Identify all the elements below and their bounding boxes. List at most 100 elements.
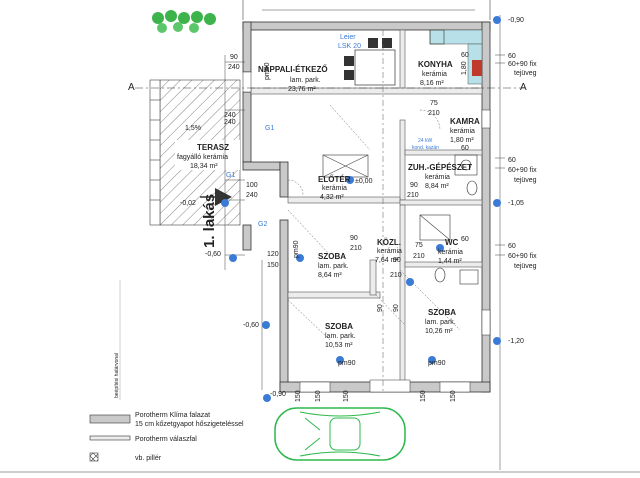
dim-label: pm90: [293, 240, 300, 258]
apartment-marker: 1. lakás: [200, 188, 232, 248]
dimension-labels: 90 240 240 240 100 240 120 150 90 210 90…: [224, 52, 537, 402]
room-kamra-name: KAMRA: [450, 117, 480, 126]
level-label: -0,02: [180, 200, 196, 207]
windows: [242, 71, 491, 393]
room-szoba2-area: 10,53 m²: [325, 342, 353, 349]
room-kozl-floor: kerámia: [377, 248, 402, 255]
room-konyha-floor: kerámia: [422, 71, 447, 78]
level-marker-icon: [229, 254, 237, 262]
level-marker-icon: [346, 176, 354, 184]
level-marker-icon: [428, 356, 436, 364]
trees: [152, 10, 216, 33]
dim-label: pm90: [428, 360, 446, 367]
dim-label: 210: [407, 192, 419, 199]
room-nappali-name: NAPPALI-ÉTKEZŐ: [258, 65, 328, 74]
level-label: -0,90: [508, 17, 524, 24]
legend: Porotherm Klíma falazat 15 cm kőzetgyapo…: [89, 412, 244, 462]
boiler-label: kond. kazán: [412, 145, 439, 151]
g2-label: G2: [258, 221, 267, 228]
room-szoba1-name: SZOBA: [318, 252, 346, 261]
dim-label: 60: [508, 157, 516, 164]
top-guides: [242, 0, 491, 20]
room-labels: NAPPALI-ÉTKEZŐ lam. park. 23,76 m² KONYH…: [177, 60, 480, 349]
level-label: -0,60: [243, 322, 259, 329]
dim-label: 150: [267, 262, 279, 269]
dim-label: 150: [450, 390, 457, 402]
level-marker-icon: [336, 356, 344, 364]
slope-label: 1,5%: [185, 125, 201, 132]
dim-label: 150: [315, 390, 322, 402]
level-marker-icon: [406, 278, 414, 286]
partitions: [250, 29, 483, 386]
legend-partition-swatch: [89, 435, 131, 441]
g1-label: G1: [226, 172, 235, 179]
section-a-right: A: [520, 82, 527, 93]
dim-label: 150: [420, 390, 427, 402]
room-gepeszet-name: ZUH.-GÉPÉSZET: [408, 163, 472, 172]
room-kozl-area: 7,64 m²: [375, 257, 399, 264]
g1-label: G1: [265, 125, 274, 132]
dim-label: pm90: [338, 360, 356, 367]
level-markers: [221, 16, 501, 402]
boiler-power-label: 24 kW: [418, 138, 432, 144]
misc-labels: Leier LSK 20 24 kW kond. kazán 1,5% ±0,0…: [180, 17, 524, 398]
terrace: [149, 79, 241, 226]
level-marker-icon: [263, 394, 271, 402]
room-wc-floor: kerámia: [438, 249, 463, 256]
bathroom-fixtures: [419, 154, 479, 285]
level-marker-icon: [296, 254, 304, 262]
room-eloter-floor: kerámia: [322, 185, 347, 192]
legend-pillar: vb. pillér: [135, 455, 162, 462]
room-gepeszet-area: 8,84 m²: [425, 183, 449, 190]
level-marker-icon: [493, 199, 501, 207]
boundary-label: beépítési határvonal: [114, 353, 120, 398]
dim-label: 120: [267, 251, 279, 258]
level-marker-icon: [262, 321, 270, 329]
room-konyha-area: 8,16 m²: [420, 80, 444, 87]
dim-label: 75: [430, 100, 438, 107]
dim-label: 150: [343, 390, 350, 402]
dim-label: 150: [295, 390, 302, 402]
right-dimension-chain: [495, 15, 505, 470]
section-a-left: A: [128, 82, 135, 93]
dining-table: [344, 38, 396, 86]
room-wc-area: 1,44 m²: [438, 258, 462, 265]
level-marker-icon: [436, 244, 444, 252]
room-szoba3-area: 10,26 m²: [425, 328, 453, 335]
legend-wall-swatch: [89, 414, 131, 424]
dim-label: 90: [230, 54, 238, 61]
room-konyha-name: KONYHA: [418, 60, 453, 69]
legend-wall1: Porotherm Klíma falazat: [135, 412, 210, 419]
room-terasz-name: TERASZ: [197, 143, 229, 152]
dim-label: 60+90 fix: [508, 167, 537, 174]
room-terasz-area: 18,34 m²: [190, 163, 218, 170]
room-gepeszet-floor: kerámia: [425, 174, 450, 181]
dim-label: 210: [350, 245, 362, 252]
dim-label: tejüveg: [514, 263, 537, 270]
dim-label: 210: [413, 253, 425, 260]
room-eloter-name: ELŐTÉR: [318, 175, 351, 184]
room-eloter-area: 4,32 m²: [320, 194, 344, 201]
kitchen-counter: [429, 29, 483, 85]
stair-symbol: [322, 154, 369, 178]
level-label: -0,60: [205, 251, 221, 258]
dim-label: 75: [415, 242, 423, 249]
room-szoba1-floor: lam. park.: [318, 263, 349, 270]
dim-label: 60: [508, 53, 516, 60]
apartment-label: 1. lakás: [201, 194, 218, 248]
dim-label: 60+90 fix: [508, 253, 537, 260]
dim-label: 90: [377, 304, 384, 312]
dim-label: 90: [393, 304, 400, 312]
level-marker-icon: [493, 16, 501, 24]
dim-label: 100: [246, 182, 258, 189]
dim-label: 60: [461, 236, 469, 243]
room-kamra-area: 1,80 m²: [450, 137, 474, 144]
dim-label: 240: [228, 64, 240, 71]
legend-pillar-swatch: [89, 452, 99, 462]
dim-label: 210: [390, 272, 402, 279]
room-szoba2-floor: lam. park.: [325, 333, 356, 340]
dim-label: 1,80: [461, 61, 468, 75]
room-szoba3-floor: lam. park.: [425, 319, 456, 326]
section-line: A A: [128, 30, 527, 392]
